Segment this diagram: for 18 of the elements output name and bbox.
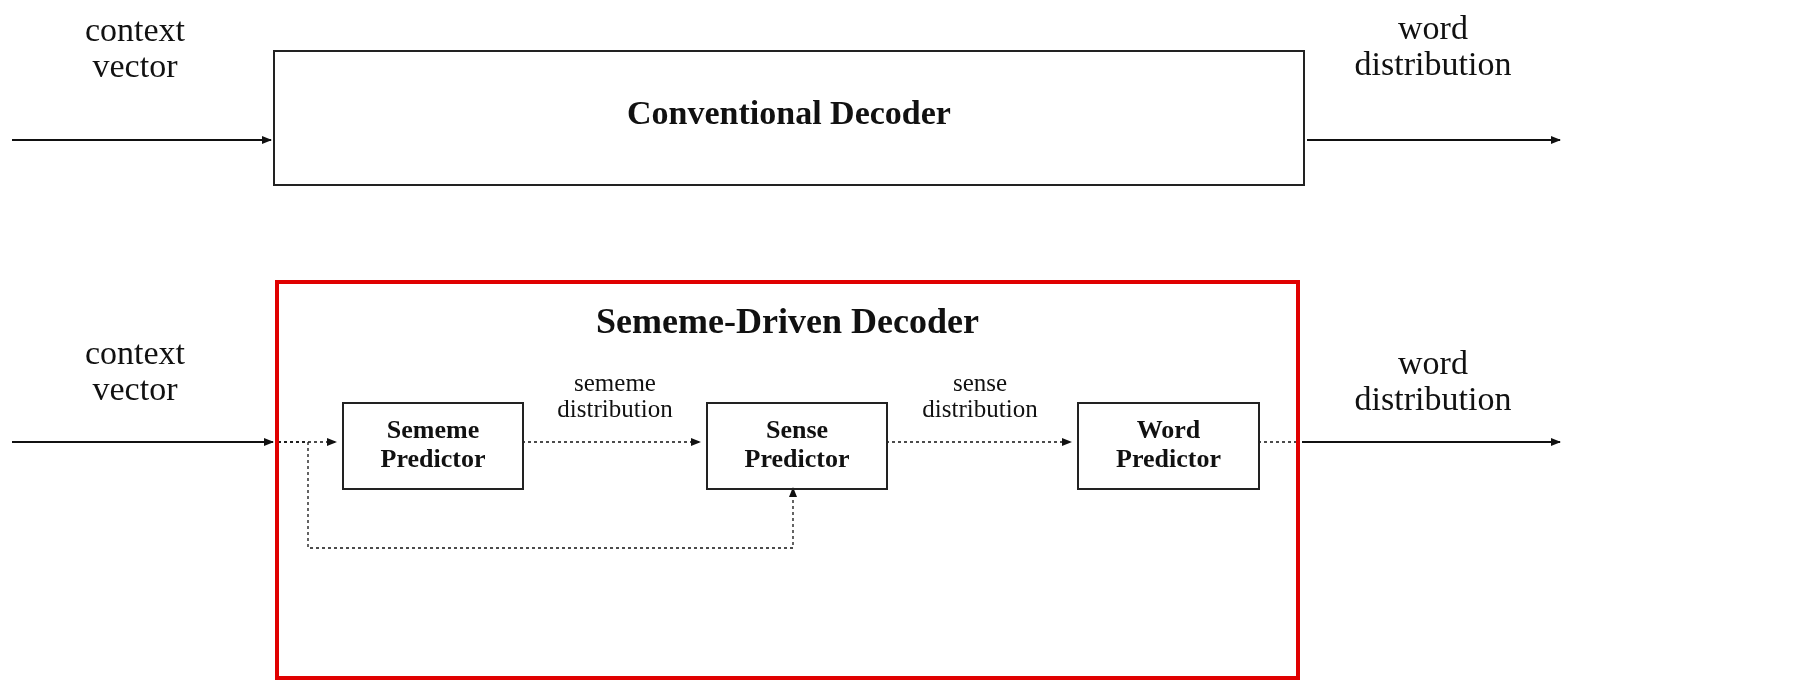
- predictor-box: [342, 402, 524, 490]
- box-label: Conventional Decoder: [626, 94, 952, 132]
- decoder-frame: [275, 280, 1300, 680]
- connector-line: [1257, 441, 1298, 443]
- predictor-box: [1077, 402, 1260, 490]
- box-label: Sense Predictor: [743, 416, 851, 474]
- arrow: [11, 136, 272, 144]
- arrow: [1301, 438, 1561, 446]
- arrow: [1306, 136, 1561, 144]
- box-label: Word Predictor: [1115, 416, 1222, 474]
- arrow: [11, 438, 274, 446]
- box-label: Sememe Predictor: [379, 416, 487, 474]
- arrow: [885, 438, 1072, 446]
- arrow: [277, 441, 797, 549]
- decoder-box: [273, 50, 1305, 186]
- decoder-title: Sememe-Driven Decoder: [595, 302, 980, 342]
- predictor-box: [706, 402, 888, 490]
- arrow: [521, 438, 701, 446]
